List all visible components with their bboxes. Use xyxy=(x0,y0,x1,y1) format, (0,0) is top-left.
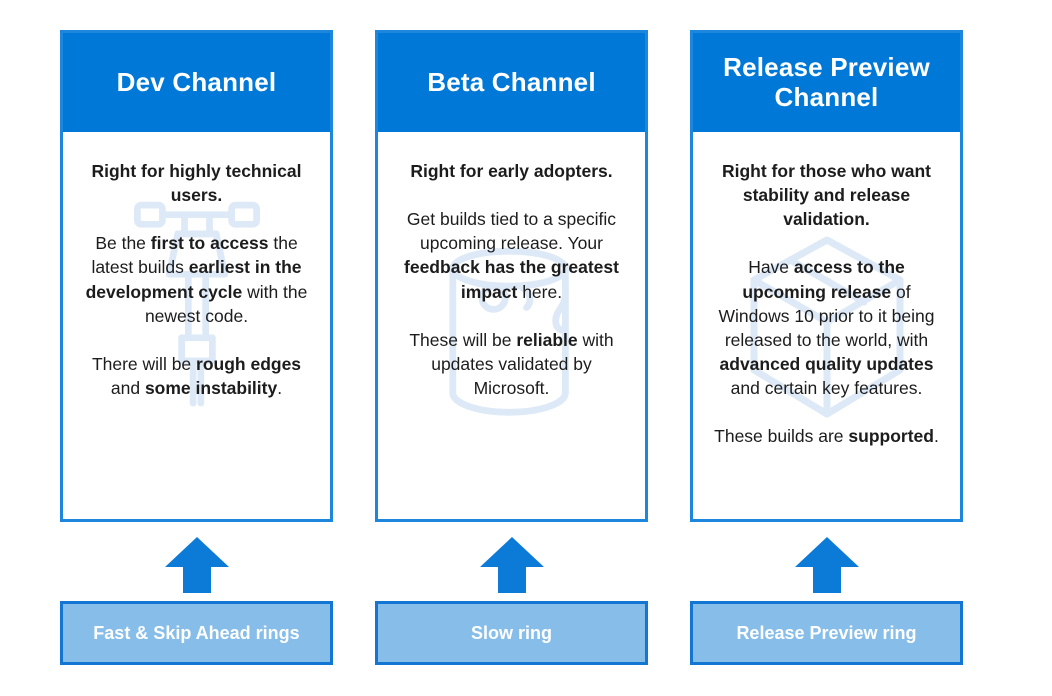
channel-paragraph: Right for those who want stability and r… xyxy=(721,161,931,230)
channel-paragraph: Have access to the upcoming release of W… xyxy=(718,257,935,399)
channel-header: Dev Channel xyxy=(63,33,330,132)
column-dev-channel: Dev Channel Right for highly technical u… xyxy=(60,0,333,696)
channel-card: Beta Channel Right for early adopters. G… xyxy=(375,30,648,522)
up-arrow-icon xyxy=(794,537,859,593)
ring-label: Fast & Skip Ahead rings xyxy=(93,622,300,643)
column-release-preview-channel: Release Preview Channel Right for those … xyxy=(690,0,963,696)
channel-paragraph: Be the first to access the latest builds… xyxy=(85,233,308,326)
channel-title: Beta Channel xyxy=(427,66,596,97)
channel-card: Dev Channel Right for highly technical u… xyxy=(60,30,333,522)
channel-title: Release Preview Channel xyxy=(723,51,930,112)
channel-header: Beta Channel xyxy=(378,33,645,132)
channel-paragraph: Right for highly technical users. xyxy=(91,161,302,206)
up-arrow-icon xyxy=(479,537,544,593)
ring-box: Fast & Skip Ahead rings xyxy=(60,601,333,665)
ring-label: Slow ring xyxy=(471,622,552,643)
channel-body: Right for those who want stability and r… xyxy=(693,132,960,519)
channel-body: Right for early adopters. Get builds tie… xyxy=(378,132,645,519)
ring-box: Release Preview ring xyxy=(690,601,963,665)
channel-header: Release Preview Channel xyxy=(693,33,960,132)
channel-paragraph: There will be rough edges and some insta… xyxy=(91,353,302,398)
channel-paragraph: These builds are supported. xyxy=(714,426,939,447)
channel-title: Dev Channel xyxy=(116,66,277,97)
channel-paragraph: Get builds tied to a specific upcoming r… xyxy=(404,209,619,302)
ring-box: Slow ring xyxy=(375,601,648,665)
channel-paragraph: Right for early adopters. xyxy=(410,161,613,181)
channel-body: Right for highly technical users. Be the… xyxy=(63,132,330,519)
channel-paragraph: These will be reliable with updates vali… xyxy=(409,329,614,398)
ring-label: Release Preview ring xyxy=(736,622,917,643)
up-arrow-icon xyxy=(164,537,229,593)
column-beta-channel: Beta Channel Right for early adopters. G… xyxy=(375,0,648,696)
channel-card: Release Preview Channel Right for those … xyxy=(690,30,963,522)
